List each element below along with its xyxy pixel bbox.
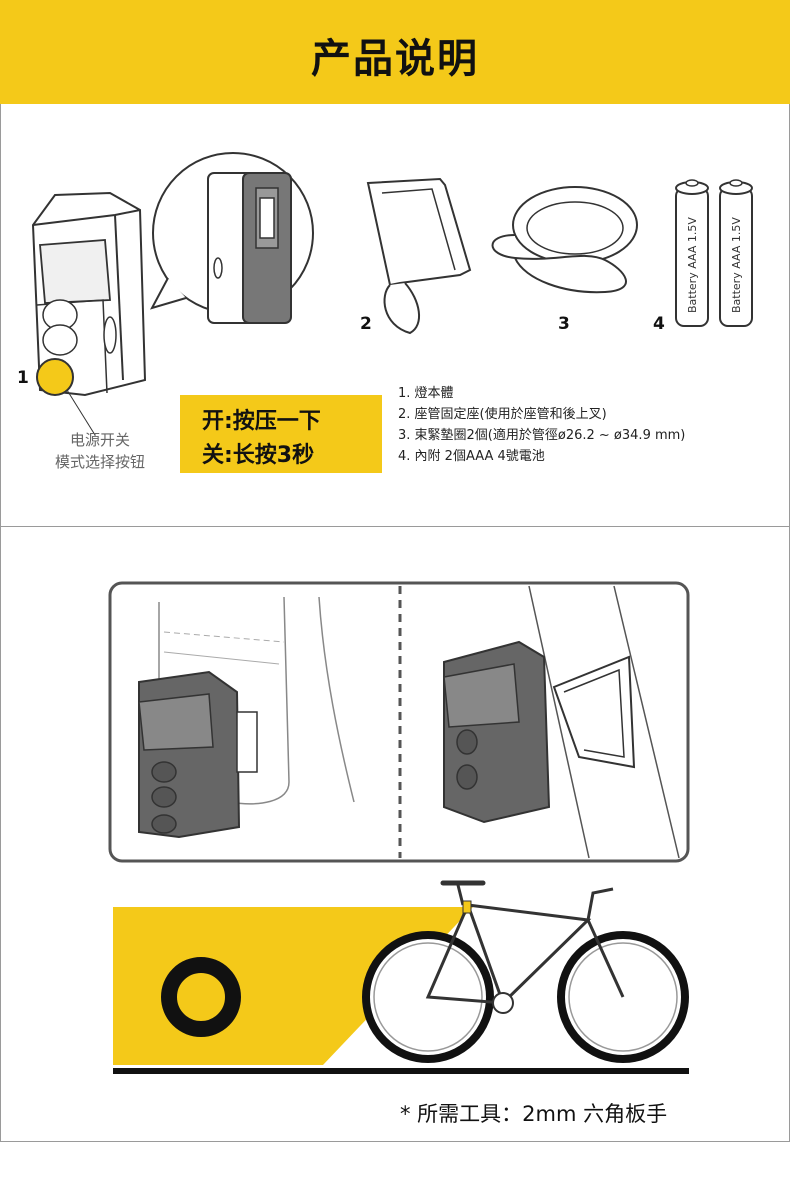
page-title: 产品说明 [311,36,479,82]
switch-caption: 电源开关 模式选择按钮 [40,429,160,473]
rubber-washer-illustration [491,186,638,294]
battery-label-2: Battery AAA 1.5V [730,217,743,313]
installation-illustration [108,581,690,863]
part-label-2: 2 [360,314,372,334]
battery-illustration: Battery AAA 1.5V Battery AAA 1.5V [675,179,753,327]
switch-caption-line1: 电源开关 [69,431,130,449]
part-label-3: 3 [558,314,570,334]
zoom-bubble-illustration [149,152,314,324]
operation-on: 开:按压一下 [202,409,321,434]
switch-caption-line2: 模式选择按钮 [54,453,145,471]
part-label-4: 4 [653,314,665,334]
operation-off: 关:长按3秒 [202,443,315,468]
list-item: 4. 內附 2個AAA 4號電池 [398,449,545,464]
package-list: 1. 燈本體 2. 座管固定座(使用於座管和後上叉) 3. 束緊墊圈2個(適用於… [398,383,685,467]
part-label-1: 1 [17,368,29,388]
battery-label-1: Battery AAA 1.5V [686,217,699,313]
bicycle-scene [113,880,689,1074]
operation-badge: 开:按压一下 关:长按3秒 [180,395,382,473]
tools-note: * 所需工具：2mm 六角板手 [400,1102,668,1126]
wheel-icon [161,957,241,1037]
power-button-highlight [36,358,74,396]
list-item: 1. 燈本體 [398,386,454,401]
light-body-illustration [31,191,147,436]
seatpost-mount-illustration [366,177,472,335]
header-bar: 产品说明 [0,0,790,104]
list-item: 2. 座管固定座(使用於座管和後上叉) [398,407,607,422]
list-item: 3. 束緊墊圈2個(適用於管徑ø26.2 ~ ø34.9 mm) [398,428,686,443]
